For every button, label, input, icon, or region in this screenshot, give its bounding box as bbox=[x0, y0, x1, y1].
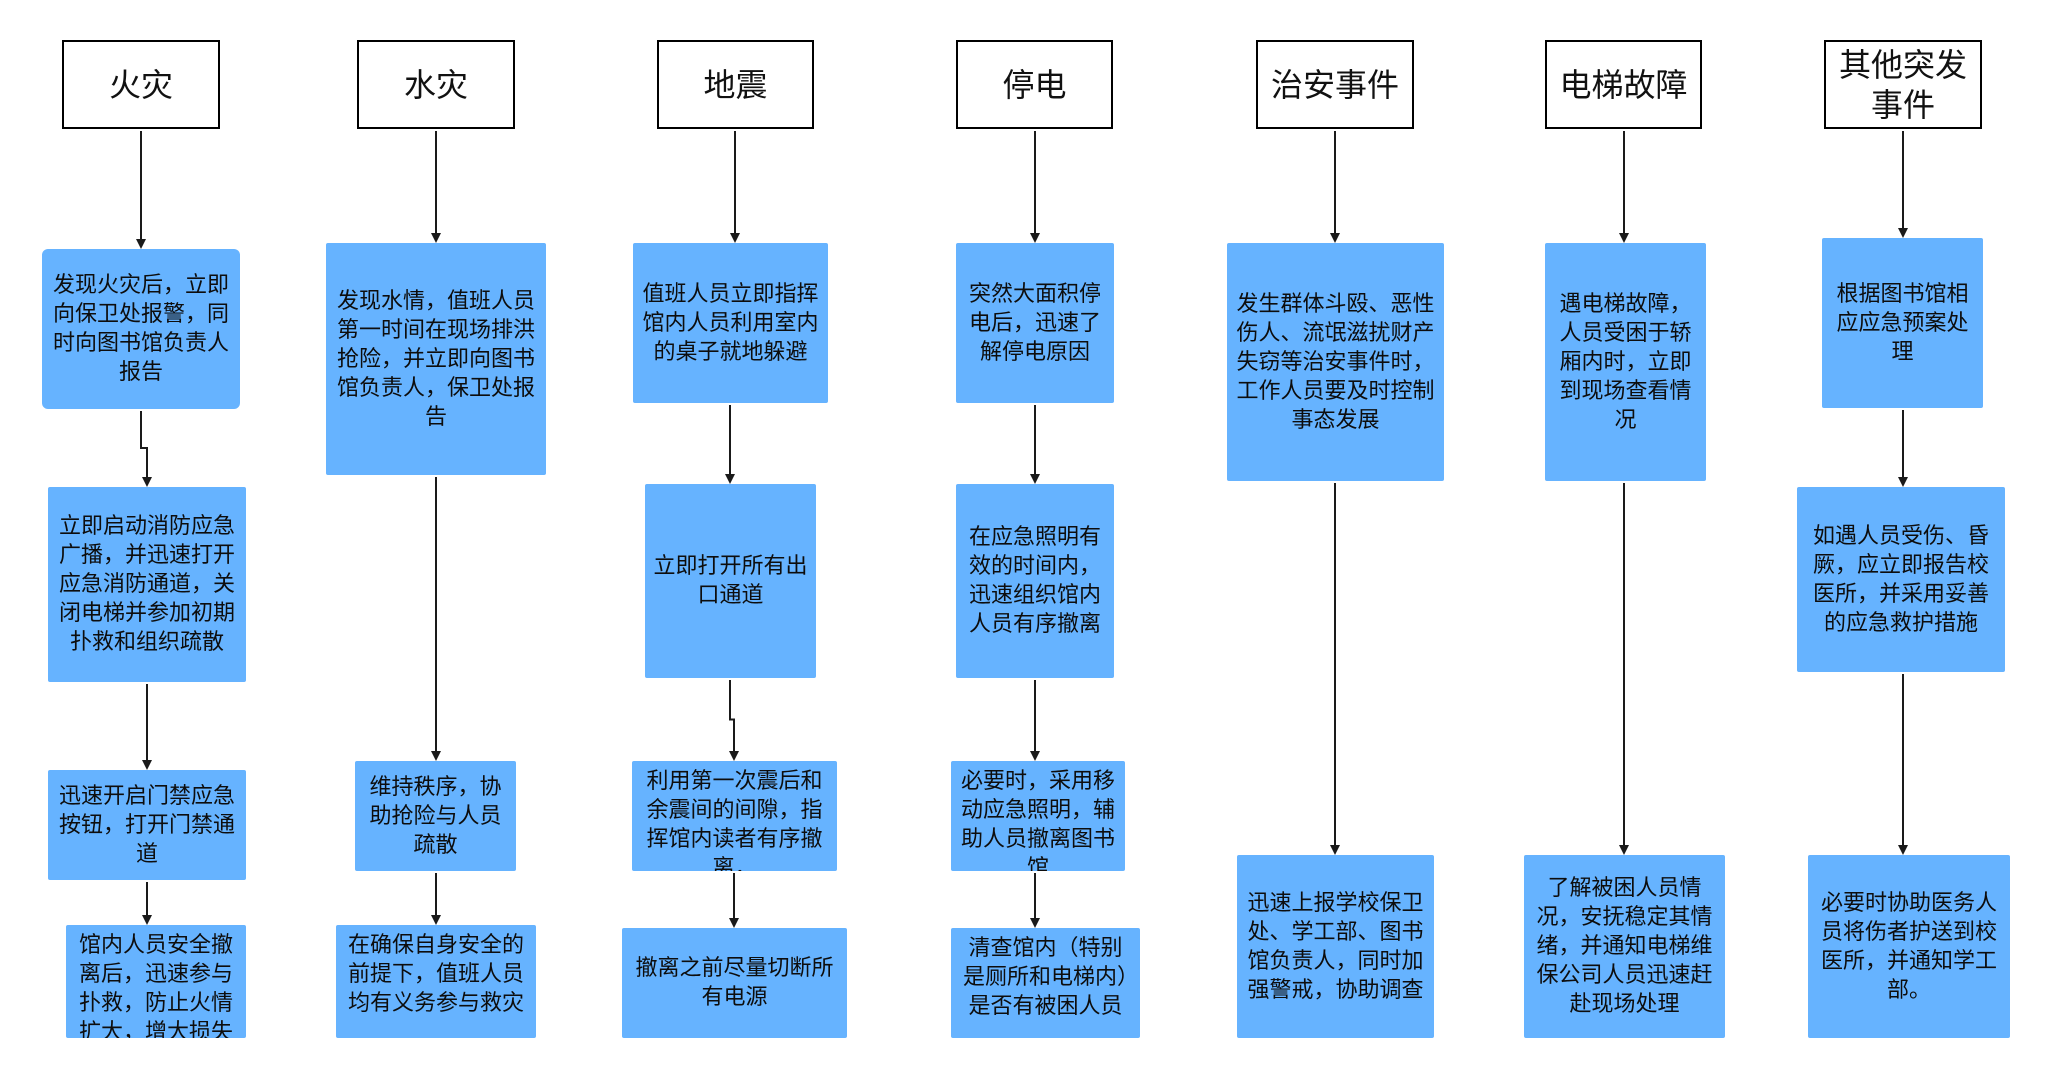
step-flood-3: 在确保自身安全的前提下，值班人员均有义务参与救灾 bbox=[336, 925, 536, 1038]
step-fire-1: 发现火灾后，立即向保卫处报警，同时向图书馆负责人报告 bbox=[42, 249, 240, 409]
step-fire-3-text: 迅速开启门禁应急按钮，打开门禁通道 bbox=[58, 783, 235, 867]
header-security-incident-label: 治安事件 bbox=[1270, 65, 1399, 104]
step-flood-1: 发现水情，值班人员第一时间在现场排洪抢险，并立即向图书馆负责人，保卫处报告 bbox=[326, 243, 546, 475]
header-fire-label: 火灾 bbox=[108, 65, 173, 104]
step-power-outage-4-text: 清查馆内（特别是厕所和电梯内）是否有被困人员 bbox=[962, 936, 1128, 1019]
step-security-incident-2-text: 迅速上报学校保卫处、学工部、图书馆负责人，同时加强警戒，协助调查 bbox=[1247, 890, 1424, 1003]
step-earthquake-4-text: 撤离之前尽量切断所有电源 bbox=[635, 956, 834, 1010]
step-fire-2-text: 立即启动消防应急广播，并迅速打开应急消防通道，关闭电梯并参加初期扑救和组织疏散 bbox=[58, 514, 235, 655]
step-other-emergency-2-text: 如遇人员受伤、昏厥，应立即报告校医所，并采用妥善的应急救护措施 bbox=[1812, 523, 1989, 636]
header-security-incident: 治安事件 bbox=[1256, 40, 1414, 129]
step-power-outage-4: 清查馆内（特别是厕所和电梯内）是否有被困人员 bbox=[951, 928, 1140, 1038]
step-elevator-failure-2: 了解被困人员情况，安抚稳定其情绪，并通知电梯维保公司人员迅速赶赴现场处理 bbox=[1524, 855, 1725, 1038]
header-flood-label: 水灾 bbox=[403, 65, 468, 104]
step-earthquake-4: 撤离之前尽量切断所有电源 bbox=[622, 928, 847, 1038]
step-other-emergency-3-text: 必要时协助医务人员将伤者护送到校医所，并通知学工部。 bbox=[1820, 890, 1997, 1003]
step-flood-2-text: 维持秩序，协助抢险与人员疏散 bbox=[369, 774, 502, 858]
header-earthquake: 地震 bbox=[657, 40, 814, 129]
step-earthquake-2-text: 立即打开所有出口通道 bbox=[653, 554, 808, 608]
header-elevator-failure: 电梯故障 bbox=[1545, 40, 1702, 129]
step-elevator-failure-1: 遇电梯故障，人员受困于轿厢内时，立即到现场查看情况 bbox=[1545, 243, 1706, 481]
step-other-emergency-2: 如遇人员受伤、昏厥，应立即报告校医所，并采用妥善的应急救护措施 bbox=[1797, 487, 2005, 672]
step-power-outage-1: 突然大面积停电后，迅速了解停电原因 bbox=[956, 243, 1114, 403]
arrow-fire-2 bbox=[140, 411, 152, 487]
step-fire-1-text: 发现火灾后，立即向保卫处报警，同时向图书馆负责人报告 bbox=[52, 273, 229, 385]
step-power-outage-3: 必要时，采用移动应急照明，辅助人员撤离图书馆 bbox=[951, 761, 1125, 871]
step-flood-2: 维持秩序，协助抢险与人员疏散 bbox=[355, 761, 516, 871]
step-other-emergency-3: 必要时协助医务人员将伤者护送到校医所，并通知学工部。 bbox=[1808, 855, 2010, 1038]
step-security-incident-1-text: 发生群体斗殴、恶性伤人、流氓滋扰财产失窃等治安事件时，工作人员要及时控制事态发展 bbox=[1236, 291, 1435, 433]
step-flood-1-text: 发现水情，值班人员第一时间在现场排洪抢险，并立即向图书馆负责人，保卫处报告 bbox=[336, 288, 535, 430]
step-earthquake-2: 立即打开所有出口通道 bbox=[645, 484, 816, 678]
step-security-incident-1: 发生群体斗殴、恶性伤人、流氓滋扰财产失窃等治安事件时，工作人员要及时控制事态发展 bbox=[1227, 243, 1444, 481]
header-earthquake-label: 地震 bbox=[703, 65, 768, 104]
step-earthquake-1: 值班人员立即指挥馆内人员利用室内的桌子就地躲避 bbox=[633, 243, 828, 403]
step-power-outage-2-text: 在应急照明有效的时间内，迅速组织馆内人员有序撤离 bbox=[968, 525, 1101, 637]
step-elevator-failure-2-text: 了解被困人员情况，安抚稳定其情绪，并通知电梯维保公司人员迅速赶赴现场处理 bbox=[1536, 876, 1713, 1017]
step-elevator-failure-1-text: 遇电梯故障，人员受困于轿厢内时，立即到现场查看情况 bbox=[1559, 291, 1692, 433]
step-fire-4-text: 馆内人员安全撤离后，迅速参与扑救，防止火情扩大，增大损失 bbox=[78, 933, 233, 1038]
step-earthquake-1-text: 值班人员立即指挥馆内人员利用室内的桌子就地躲避 bbox=[642, 281, 819, 365]
step-earthquake-3: 利用第一次震后和余震间的间隙，指挥馆内读者有序撤离， bbox=[632, 761, 837, 871]
header-other-emergency-label: 其他突发事件 bbox=[1838, 45, 1967, 124]
step-other-emergency-1: 根据图书馆相应应急预案处理 bbox=[1822, 238, 1983, 408]
step-power-outage-2: 在应急照明有效的时间内，迅速组织馆内人员有序撤离 bbox=[956, 484, 1114, 678]
header-flood: 水灾 bbox=[357, 40, 515, 129]
step-power-outage-1-text: 突然大面积停电后，迅速了解停电原因 bbox=[968, 281, 1101, 365]
step-other-emergency-1-text: 根据图书馆相应应急预案处理 bbox=[1836, 281, 1969, 365]
step-power-outage-3-text: 必要时，采用移动应急照明，辅助人员撤离图书馆 bbox=[960, 769, 1115, 871]
header-power-outage-label: 停电 bbox=[1002, 65, 1067, 104]
step-flood-3-text: 在确保自身安全的前提下，值班人员均有义务参与救灾 bbox=[347, 933, 524, 1016]
header-elevator-failure-label: 电梯故障 bbox=[1559, 65, 1688, 104]
step-fire-2: 立即启动消防应急广播，并迅速打开应急消防通道，关闭电梯并参加初期扑救和组织疏散 bbox=[48, 487, 246, 682]
step-earthquake-3-text: 利用第一次震后和余震间的间隙，指挥馆内读者有序撤离， bbox=[646, 769, 823, 871]
header-power-outage: 停电 bbox=[956, 40, 1113, 129]
step-fire-4: 馆内人员安全撤离后，迅速参与扑救，防止火情扩大，增大损失 bbox=[66, 925, 246, 1038]
arrow-earthquake-3 bbox=[729, 680, 739, 761]
header-other-emergency: 其他突发事件 bbox=[1824, 40, 1982, 129]
step-fire-3: 迅速开启门禁应急按钮，打开门禁通道 bbox=[48, 770, 246, 880]
header-fire: 火灾 bbox=[62, 40, 220, 129]
step-security-incident-2: 迅速上报学校保卫处、学工部、图书馆负责人，同时加强警戒，协助调查 bbox=[1237, 855, 1434, 1038]
